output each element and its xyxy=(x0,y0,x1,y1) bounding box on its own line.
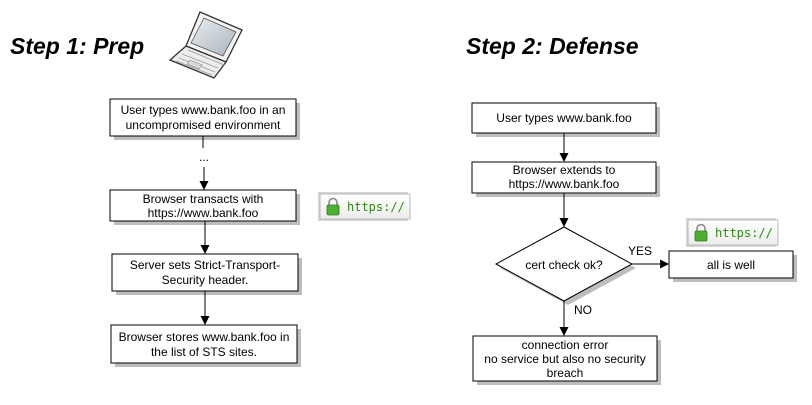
s2-error-line-2: no service but also no security xyxy=(484,352,645,366)
laptop-icon xyxy=(168,11,243,79)
s2-url-text: https:// xyxy=(715,226,773,240)
lock-icon xyxy=(694,223,708,242)
s1-node-3: Browser transacts with https://www.bank.… xyxy=(109,189,300,225)
s2-decision: cert check ok? xyxy=(494,226,636,305)
s1-node-1-line-2: uncompromised environment xyxy=(126,118,281,132)
s1-node-4-line-2: Security header. xyxy=(162,273,249,287)
s1-node-1-line-1: User types www.bank.foo in an xyxy=(121,103,286,117)
s2-error-line-1: connection error xyxy=(522,338,609,352)
s2-ok-label: all is well xyxy=(707,258,755,272)
s1-node-1: User types www.bank.foo in an uncompromi… xyxy=(109,98,300,140)
s2-node-1-line-1: User types www.bank.foo xyxy=(496,111,632,125)
s2-node-2-line-2: https://www.bank.foo xyxy=(509,177,620,191)
s1-node-5: Browser stores www.bank.foo in the list … xyxy=(110,324,301,367)
s1-url-bar: https:// xyxy=(318,192,411,221)
s1-node-3-line-2: https://www.bank.foo xyxy=(148,206,259,220)
s2-node-1: User types www.bank.foo xyxy=(471,102,660,137)
s2-url-bar: https:// xyxy=(686,218,779,247)
step1-title: Step 1: Prep xyxy=(10,33,144,59)
s1-url-text: https:// xyxy=(347,200,405,214)
s2-error-node: connection error no service but also no … xyxy=(472,335,661,385)
s2-error-line-3: breach xyxy=(547,366,584,380)
s1-node-4: Server sets Strict-Transport- Security h… xyxy=(111,253,302,295)
s2-no-label: NO xyxy=(574,303,592,317)
s2-node-2: Browser extends to https://www.bank.foo xyxy=(471,161,660,197)
s1-ellipsis: ... xyxy=(199,150,209,164)
s2-decision-label: cert check ok? xyxy=(525,258,603,272)
s2-yes-label: YES xyxy=(628,244,652,258)
lock-icon xyxy=(326,197,340,216)
s2-ok-node: all is well xyxy=(668,250,797,282)
step2-title: Step 2: Defense xyxy=(466,33,639,59)
s1-node-4-line-1: Server sets Strict-Transport- xyxy=(130,258,280,272)
s2-node-2-line-1: Browser extends to xyxy=(513,163,616,177)
s1-node-5-line-1: Browser stores www.bank.foo in xyxy=(119,330,290,344)
s1-node-5-line-2: the list of STS sites. xyxy=(151,345,257,359)
s1-node-3-line-1: Browser transacts with xyxy=(143,192,264,206)
